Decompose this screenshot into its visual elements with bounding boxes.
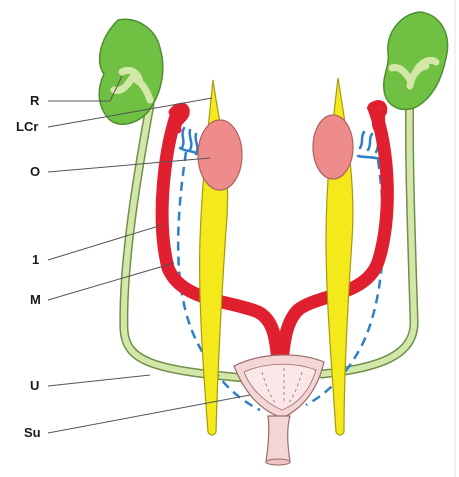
leader-o	[48, 158, 210, 172]
right-gonad	[313, 115, 353, 179]
label-1: 1	[32, 253, 39, 267]
label-o: O	[30, 165, 40, 179]
label-u: U	[30, 379, 39, 393]
left-gonad	[198, 120, 242, 190]
leader-1	[48, 225, 162, 260]
label-su: Su	[24, 426, 41, 440]
urogenital-sinus-inner	[244, 364, 316, 410]
label-m: M	[30, 293, 41, 307]
left-tubules	[180, 128, 198, 154]
leader-m	[48, 263, 174, 300]
urethra	[266, 416, 290, 462]
urethra-opening	[266, 459, 290, 465]
leader-u	[48, 375, 150, 386]
label-r: R	[30, 94, 39, 108]
leader-su	[48, 395, 250, 433]
label-lcr: LCr	[16, 120, 38, 134]
